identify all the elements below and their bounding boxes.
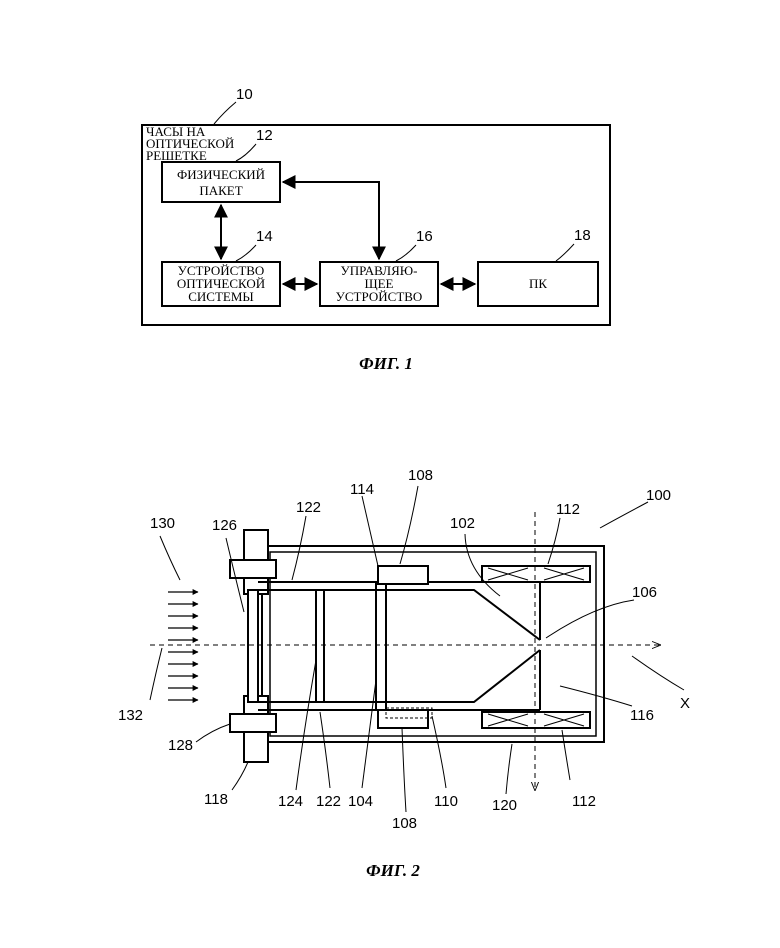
clamp-128-bottom [230,714,276,732]
window-126 [248,590,258,702]
ref-110: 110 [434,793,458,810]
pc-label: ПК [529,276,547,291]
ref-116: 116 [630,707,654,724]
ref-18: 18 [574,227,591,244]
light-130-arrows [168,592,198,700]
ref-128: 128 [168,737,193,754]
leader-10 [214,102,236,124]
coil-112-top [482,566,590,582]
ref-122-top: 122 [296,499,321,516]
arrow-physics-controller [283,182,379,259]
ref-132: 132 [118,707,143,724]
coil-112-bottom [482,712,590,728]
ref-14: 14 [256,228,273,245]
clamp-128-top [230,560,276,578]
ref-126: 126 [212,517,237,534]
ref-102: 102 [450,515,475,532]
electrode-108-top [378,566,428,584]
physics-package-line1: ФИЗИЧЕСКИЙ [177,167,265,182]
ref-124: 124 [278,793,303,810]
ref-120: 120 [492,797,517,814]
ref-12: 12 [256,127,273,144]
clock-label-line3: РЕШЕТКЕ [146,148,207,163]
controller-line3: УСТРОЙСТВО [336,289,423,304]
fig2-cross-section: 130 132 126 122 114 108 102 112 100 106 … [118,467,690,880]
fig1-caption: ФИГ. 1 [359,354,413,373]
optical-system-line3: СИСТЕМЫ [188,289,254,304]
ref-114: 114 [350,481,374,498]
fig1-block-diagram: ЧАСЫ НА ОПТИЧЕСКОЙ РЕШЕТКЕ 10 ФИЗИЧЕСКИЙ… [142,86,610,373]
leader-18 [556,244,574,261]
oven-102-upper [386,590,540,640]
ref-100: 100 [646,487,671,504]
ref-112-top: 112 [556,501,580,518]
physics-package-line2: ПАКЕТ [199,183,242,198]
fig2-caption: ФИГ. 2 [366,861,420,880]
ref-118: 118 [204,791,228,808]
leader-14 [236,245,256,261]
ref-10: 10 [236,86,253,103]
leader-16 [396,245,416,261]
ref-130: 130 [150,515,175,532]
ref-108-bottom: 108 [392,815,417,832]
ref-122-bottom: 122 [316,793,341,810]
ref-106: 106 [632,584,657,601]
ref-104: 104 [348,793,373,810]
ref-108-top: 108 [408,467,433,484]
oven-102-lower [386,650,540,702]
ref-16: 16 [416,228,433,245]
leader-12 [236,144,256,161]
ref-axis-x: X [680,695,690,712]
ref-112-bottom: 112 [572,793,596,810]
